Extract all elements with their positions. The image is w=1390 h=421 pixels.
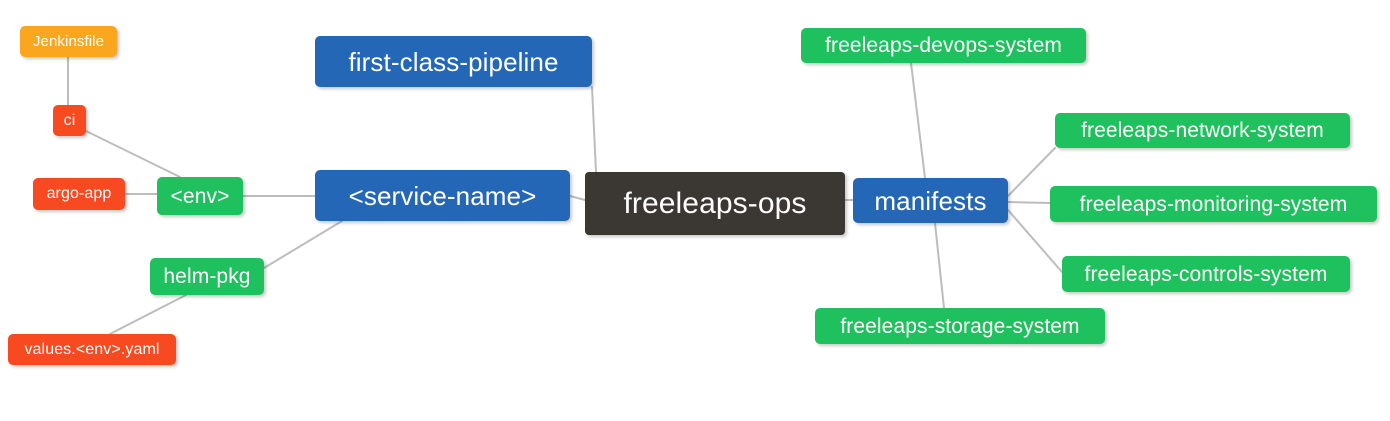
node-label: freeleaps-ops	[623, 186, 807, 220]
node-freeleaps-monitoring-system[interactable]: freeleaps-monitoring-system	[1050, 186, 1377, 222]
node-label: freeleaps-devops-system	[825, 34, 1062, 57]
node-first-class-pipeline[interactable]: first-class-pipeline	[315, 36, 592, 87]
node-label: freeleaps-controls-system	[1084, 262, 1328, 286]
node-label: values.<env>.yaml	[24, 340, 160, 358]
node-freeleaps-storage-system[interactable]: freeleaps-storage-system	[815, 308, 1105, 344]
node-label: <env>	[170, 184, 230, 208]
node-service-name[interactable]: <service-name>	[315, 170, 570, 221]
node-freeleaps-controls-system[interactable]: freeleaps-controls-system	[1062, 256, 1350, 292]
node-label: freeleaps-storage-system	[840, 314, 1080, 338]
node-jenkinsfile[interactable]: Jenkinsfile	[20, 26, 117, 57]
edge-helm-pkg-to-values-yaml	[109, 294, 187, 335]
node-label: <service-name>	[348, 180, 537, 211]
edge-freeleaps-ops-to-service-name	[569, 195, 586, 201]
node-label: first-class-pipeline	[348, 46, 559, 77]
edge-env-to-ci	[85, 130, 181, 178]
edge-manifests-to-freeleaps-monitoring-system	[1007, 201, 1051, 204]
edge-manifests-to-freeleaps-storage-system	[934, 222, 945, 309]
node-label: argo-app	[46, 185, 112, 202]
node-label: manifests	[874, 185, 987, 216]
node-argo-app[interactable]: argo-app	[33, 178, 125, 210]
edge-manifests-to-freeleaps-network-system	[1007, 147, 1056, 197]
node-freeleaps-ops[interactable]: freeleaps-ops	[585, 172, 845, 235]
node-label: helm-pkg	[163, 265, 251, 288]
node-label: ci	[63, 111, 76, 129]
edge-freeleaps-ops-to-first-class-pipeline	[591, 86, 597, 173]
node-env[interactable]: <env>	[157, 177, 243, 215]
node-freeleaps-devops-system[interactable]: freeleaps-devops-system	[801, 28, 1086, 63]
node-label: Jenkinsfile	[32, 33, 105, 50]
node-manifests[interactable]: manifests	[853, 178, 1008, 223]
node-values-yaml[interactable]: values.<env>.yaml	[8, 334, 176, 365]
edge-service-name-to-helm-pkg	[263, 220, 343, 269]
node-label: freeleaps-monitoring-system	[1079, 192, 1348, 216]
node-ci[interactable]: ci	[53, 105, 86, 136]
node-freeleaps-network-system[interactable]: freeleaps-network-system	[1055, 113, 1350, 148]
edge-manifests-to-freeleaps-devops-system	[910, 62, 926, 179]
node-helm-pkg[interactable]: helm-pkg	[150, 258, 264, 295]
node-label: freeleaps-network-system	[1081, 119, 1324, 142]
